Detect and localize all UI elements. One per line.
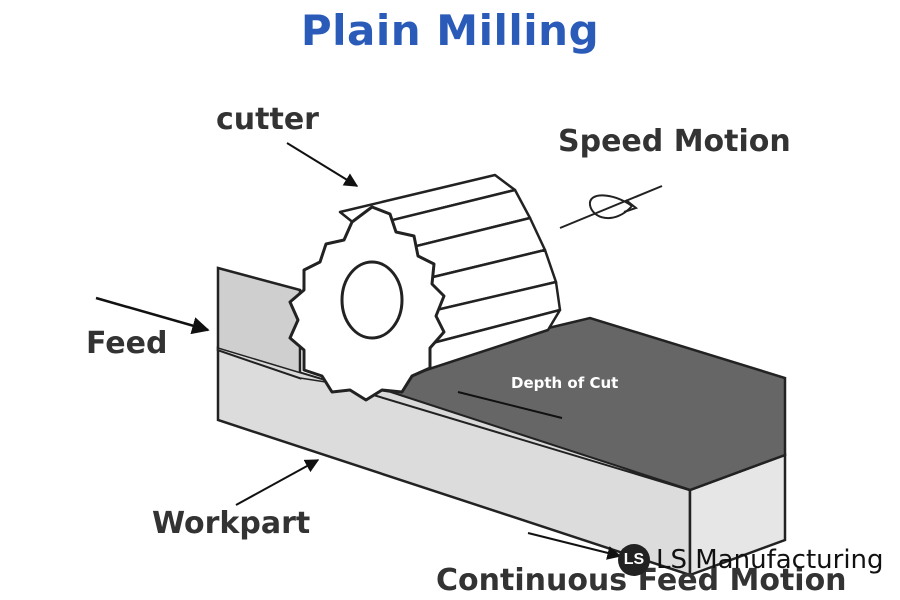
cutter-gear-face [288,205,446,402]
watermark: LS LS Manufacturing [618,542,884,578]
feed-label: Feed [86,326,168,361]
depth-of-cut-line [457,391,563,419]
continuous-feed-arrow [527,532,622,560]
cutter-pointer-arrow [286,142,359,187]
diagram-title: Plain Milling [300,6,600,55]
cutter-arbor-hole [340,260,404,340]
speed-motion-label: Speed Motion [558,124,791,159]
speed-motion-symbol [559,185,663,229]
watermark-logo-icon: LS [618,544,650,576]
watermark-text: LS Manufacturing [656,545,884,575]
workpart-pointer-arrow [235,459,320,506]
cutter-label: cutter [216,102,319,137]
feed-arrow [95,296,210,335]
depth-of-cut-label: Depth of Cut [511,374,619,392]
workpart-label: Workpart [152,506,311,541]
